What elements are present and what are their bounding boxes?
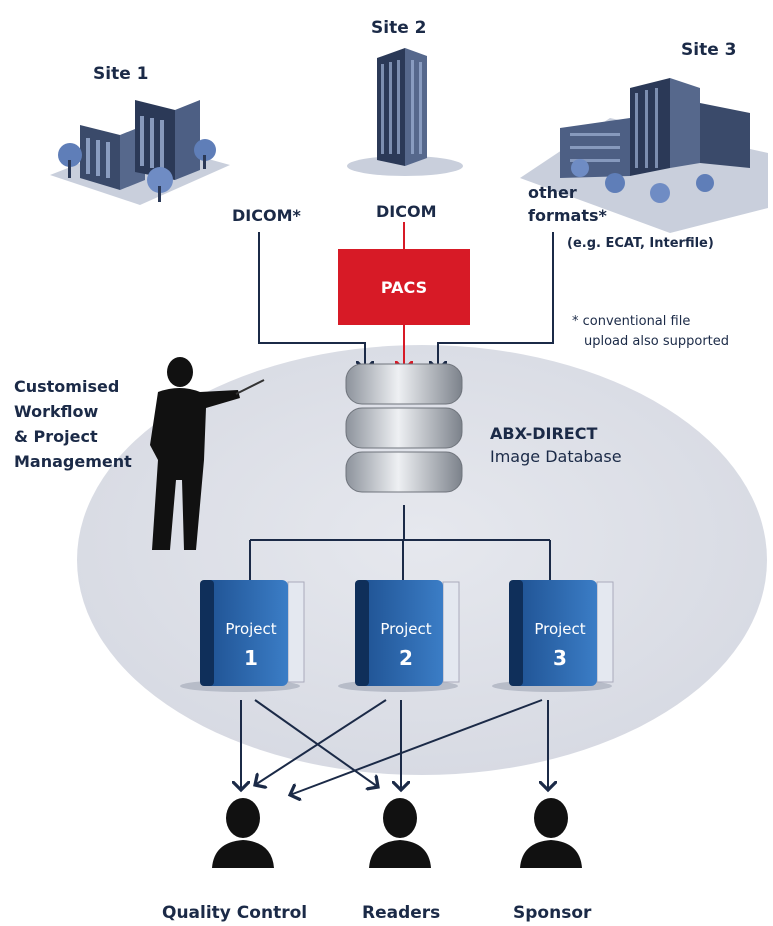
database-subtitle: Image Database — [490, 447, 622, 466]
site-2-label: Site 2 — [371, 18, 427, 38]
site-1-label: Site 1 — [93, 64, 149, 84]
database-icon — [345, 363, 463, 493]
project-2-word: Project — [380, 620, 432, 638]
management-line-4: Management — [14, 452, 132, 471]
site3-arrow — [438, 232, 554, 370]
pacs-box: PACS — [338, 249, 470, 325]
presenter-icon — [150, 357, 265, 550]
project-1-binder — [180, 580, 305, 692]
dicom-label: DICOM — [376, 202, 437, 221]
project-3-word: Project — [534, 620, 586, 638]
project-3-binder — [492, 580, 614, 692]
project-2-binder — [338, 580, 460, 692]
project-3-number: 3 — [553, 646, 567, 670]
office-buildings-icon — [50, 100, 230, 205]
footnote-line-1: * conventional file — [572, 314, 691, 329]
project-1-word: Project — [225, 620, 277, 638]
management-line-3: & Project — [14, 427, 98, 446]
quality-control-label: Quality Control — [162, 903, 308, 923]
management-line-1: Customised — [14, 377, 120, 396]
project-2-number: 2 — [399, 646, 413, 670]
project-1-number: 1 — [244, 646, 258, 670]
site-3-label: Site 3 — [681, 40, 737, 60]
skyscraper-icon — [347, 48, 463, 176]
sponsor-label: Sponsor — [513, 903, 592, 923]
site1-arrow — [258, 232, 365, 370]
quality-control-avatar-icon — [212, 798, 274, 868]
readers-label: Readers — [362, 903, 441, 923]
footnote-line-2: upload also supported — [584, 334, 730, 349]
database-title: ABX-DIRECT — [490, 424, 598, 443]
readers-avatar-icon — [369, 798, 431, 868]
office-campus-icon — [520, 78, 768, 233]
formats-example-note: (e.g. ECAT, Interfile) — [567, 236, 714, 251]
dicom-star-label: DICOM* — [232, 206, 301, 225]
sponsor-avatar-icon — [520, 798, 582, 868]
management-line-2: Workflow — [14, 402, 99, 421]
other-label: other — [528, 183, 577, 202]
formats-label: formats* — [528, 206, 607, 225]
